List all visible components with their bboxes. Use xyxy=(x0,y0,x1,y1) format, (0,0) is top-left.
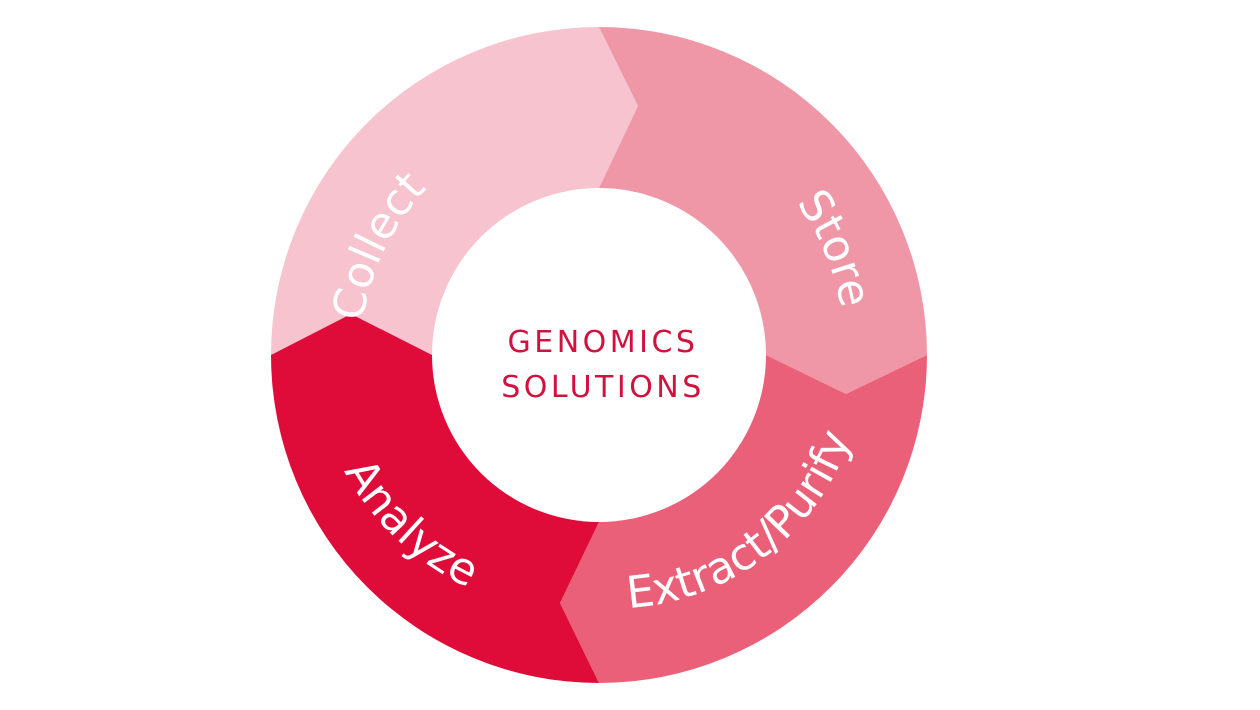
segment-extract-purify xyxy=(560,355,927,683)
segment-collect xyxy=(271,27,638,355)
center-title-line1: GENOMICS xyxy=(508,325,699,360)
segment-analyze xyxy=(271,314,599,683)
segment-store xyxy=(599,27,927,394)
center-title-line2: SOLUTIONS xyxy=(501,370,705,405)
